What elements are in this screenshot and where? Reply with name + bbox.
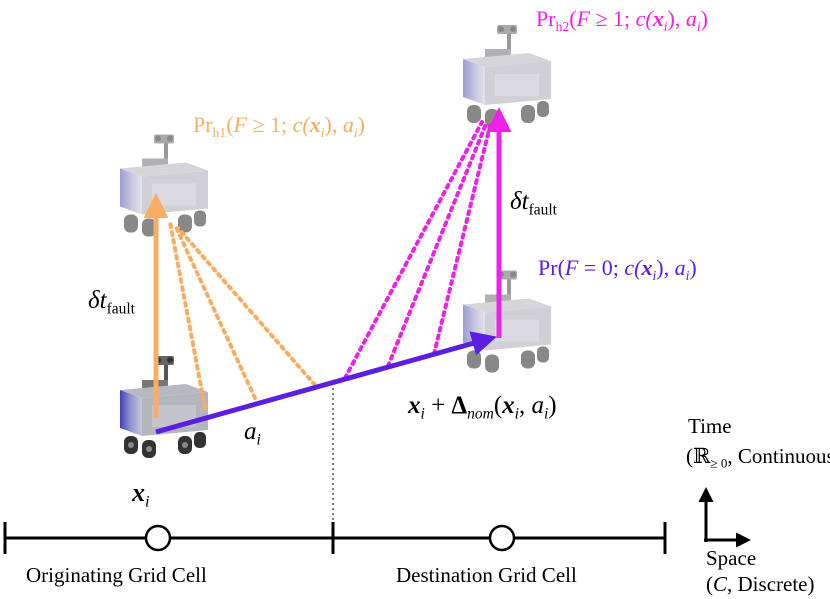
prob-fault-h1-label: Prh1(F ≥ 1; c(xi), ai) xyxy=(193,112,365,140)
nominal-next-state-label: xi + Δnom(xi, ai) xyxy=(408,392,557,423)
space-axis-label: Space xyxy=(706,546,757,570)
time-space-axes xyxy=(698,487,751,548)
rover-icon xyxy=(120,356,208,458)
prob-nominal-label: Pr(F = 0; c(xi), ai) xyxy=(538,255,697,283)
destination-grid-cell-label: Destination Grid Cell xyxy=(396,563,577,587)
action-label: ai xyxy=(244,418,261,449)
delta-t-fault-right-label: δtfault xyxy=(510,188,557,219)
time-axis-label: Time xyxy=(688,414,732,438)
originating-cell-center xyxy=(144,524,172,552)
destination-cell-center xyxy=(488,524,516,552)
space-domain-label: (C, Discrete) xyxy=(706,572,815,596)
time-domain-label: (ℝ≥ 0, Continuous) xyxy=(686,444,830,471)
fault-h1-dotted-lines xyxy=(168,220,317,410)
prob-fault-h2-label: Prh2(F ≥ 1; c(xi), ai) xyxy=(536,6,708,34)
rover-icon xyxy=(120,134,208,237)
nominal-action-arrow xyxy=(155,331,497,435)
rover-icon xyxy=(463,25,551,127)
fault-h2-dotted-lines xyxy=(343,120,492,380)
state-label: xi xyxy=(132,478,150,511)
rover-icon xyxy=(463,270,551,373)
delta-t-fault-left-label: δtfault xyxy=(88,287,135,318)
originating-grid-cell-label: Originating Grid Cell xyxy=(26,563,207,587)
grid-axis xyxy=(3,522,667,554)
